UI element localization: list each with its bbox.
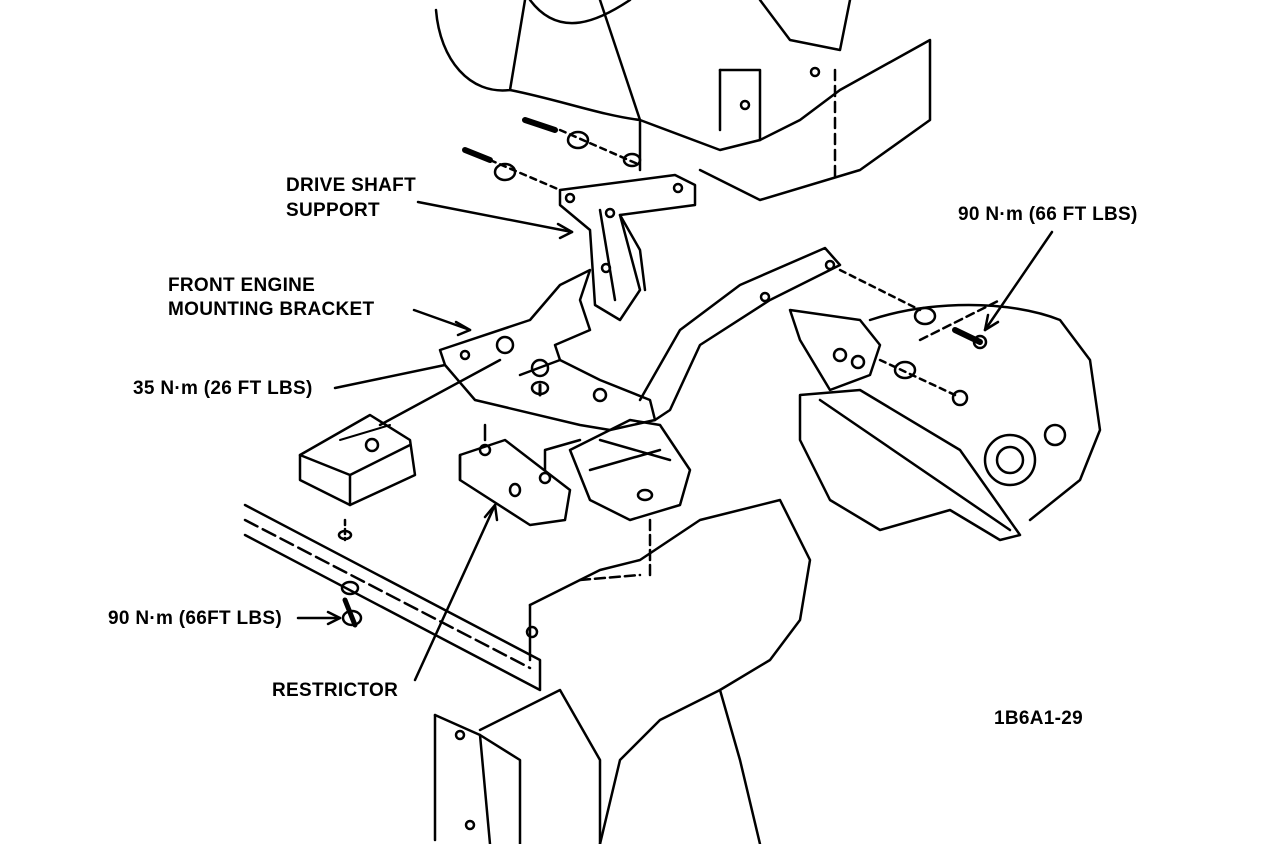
transmission-mount	[568, 387, 692, 522]
leader-restrictor	[413, 503, 497, 682]
leader-lines	[296, 200, 1054, 682]
drive-shaft-support-part	[558, 173, 697, 322]
figure-id-label: 1B6A1-29	[994, 708, 1084, 729]
front-engine-label-line1: FRONT ENGINE	[168, 275, 316, 296]
front-engine-bracket-part	[438, 268, 657, 432]
torque-35nm-label: 35 N·m (26 FT LBS)	[133, 378, 313, 399]
leader-drive-shaft-support	[416, 200, 574, 234]
drive-shaft-support-label-line1: DRIVE SHAFT	[286, 175, 416, 196]
front-engine-label-line2: MOUNTING BRACKET	[168, 299, 375, 320]
torque-90nm-lower-label: 90 N·m (66FT LBS)	[108, 608, 283, 629]
leader-front-engine-bracket	[412, 308, 472, 332]
frame-crossmember	[243, 498, 812, 844]
transmission-support-arm	[638, 246, 842, 422]
leader-35nm	[333, 363, 447, 390]
torque-90nm-upper-label: 90 N·m (66 FT LBS)	[958, 204, 1138, 225]
restrictor-label: RESTRICTOR	[272, 680, 399, 701]
fasteners	[340, 117, 988, 628]
transmission-housing	[788, 298, 1102, 542]
engine-block	[434, 0, 932, 202]
left-mount-insulator	[298, 413, 417, 542]
drive-shaft-support-label-line2: SUPPORT	[286, 200, 380, 221]
leader-35nm-ext	[378, 358, 502, 427]
restrictor-part	[458, 423, 582, 527]
leader-90nm-upper	[983, 230, 1054, 332]
